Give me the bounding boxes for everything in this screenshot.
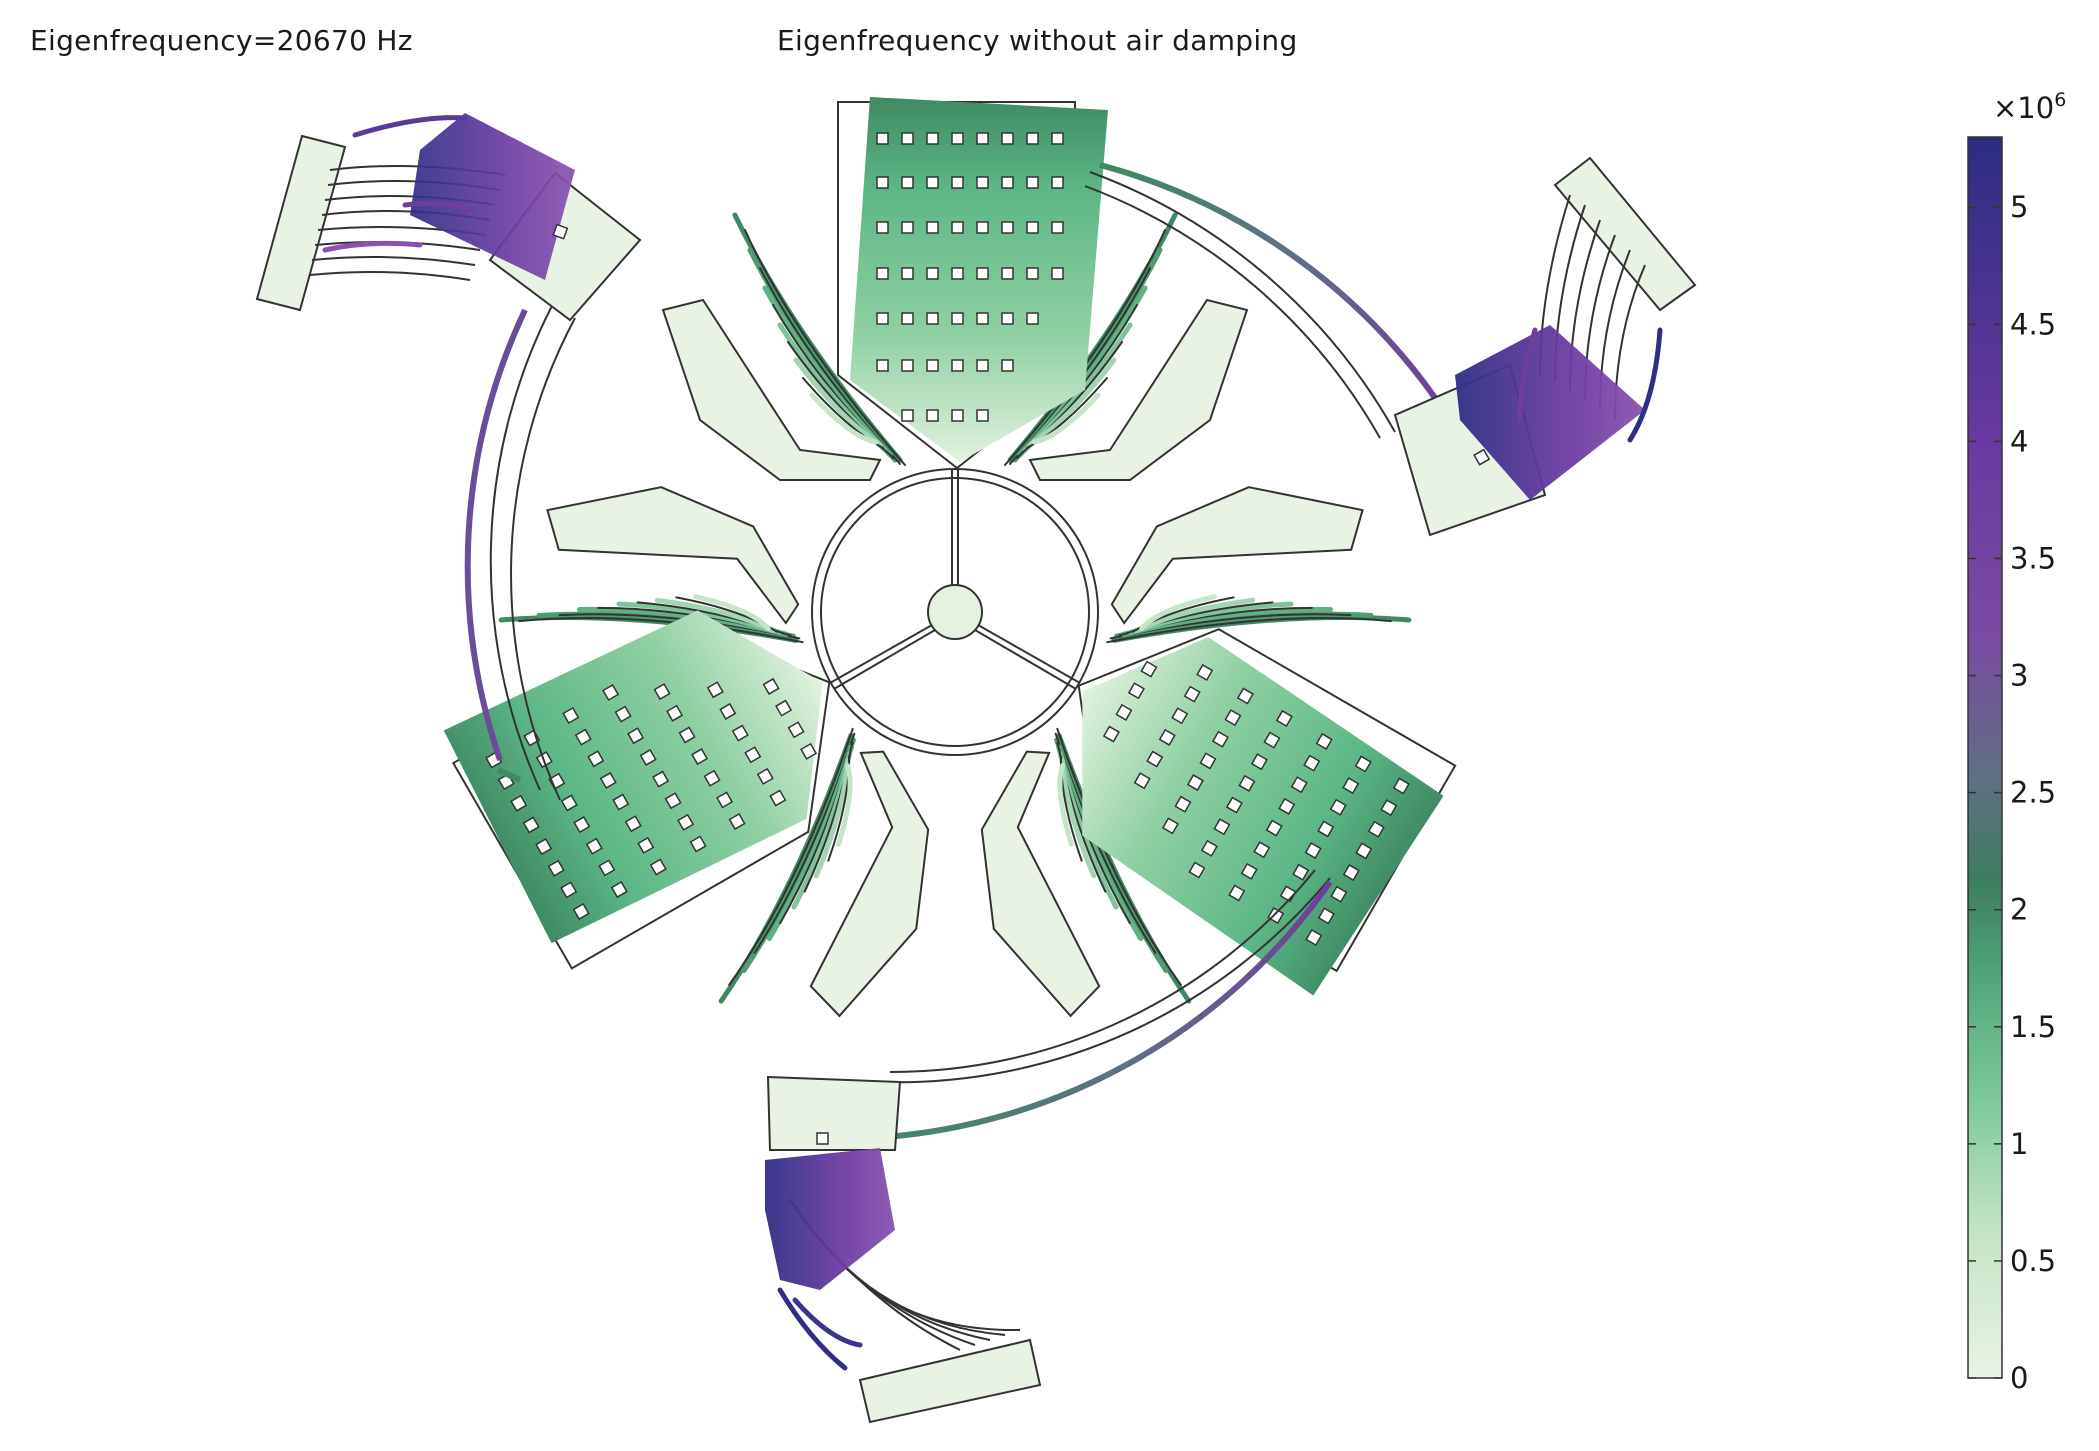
- suspension-arcs: [464, 162, 1453, 1141]
- colorbar-tick-label: 1: [2010, 1127, 2028, 1161]
- plate-holes: [876, 132, 1064, 422]
- colorbar-tick-label: 2.5: [2010, 776, 2056, 810]
- central-hub: [811, 468, 1099, 756]
- colorbar-tick-label: 2: [2010, 893, 2028, 927]
- colorbar-tick-label: 4.5: [2010, 307, 2056, 341]
- colorbar-tick-label: 3: [2010, 659, 2028, 693]
- colorbar-multiplier-exponent: 6: [2054, 89, 2066, 111]
- colorbar-multiplier: ×106: [1993, 89, 2066, 125]
- colorbar-multiplier-base: ×10: [1993, 91, 2054, 125]
- colorbar-tick-label: 5: [2010, 190, 2028, 224]
- colorbar-tick-label: 0: [2010, 1361, 2028, 1395]
- colorbar: 0 0.5 1 1.5 2 2.5 3 3.5 4 4.5 5 ×106: [1967, 89, 2066, 1395]
- colorbar-tick-label: 0.5: [2010, 1244, 2056, 1278]
- eigenfrequency-label: Eigenfrequency=20670 Hz: [30, 24, 413, 57]
- plot-title: Eigenfrequency without air damping: [777, 24, 1298, 57]
- paddle-unit-top: [661, 97, 1249, 481]
- tip-anchor-top-right: [1393, 156, 1697, 537]
- colorbar-tick-label: 1.5: [2010, 1010, 2056, 1044]
- tip-anchor-bottom: [765, 1075, 1042, 1424]
- tip-anchor-top-left: [255, 113, 642, 322]
- colorbar-tick-label: 3.5: [2010, 541, 2056, 575]
- colorbar-tick-label: 4: [2010, 424, 2028, 458]
